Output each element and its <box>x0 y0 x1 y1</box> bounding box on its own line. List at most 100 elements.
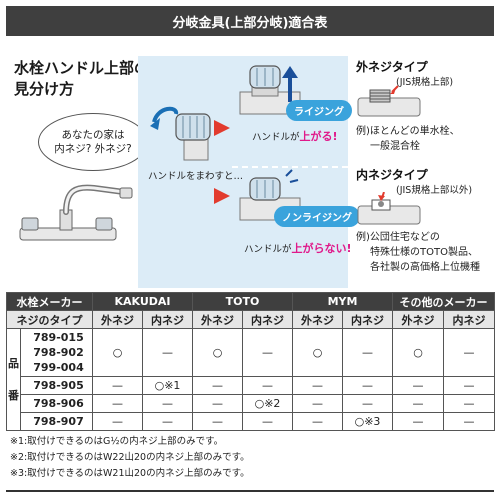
nonrising-caption-prefix: ハンドルが <box>244 244 292 255</box>
diagram-divider <box>232 166 348 168</box>
inner-desc-line1: 例)公団住宅などの <box>356 232 440 243</box>
cell: — <box>292 412 344 431</box>
arrow-up-icon <box>282 66 298 102</box>
inner-desc-line3: 各社製の高価格上位機種 <box>370 262 480 273</box>
maker-row: 水栓メーカー KAKUDAI TOTO MYM その他のメーカー <box>6 292 496 311</box>
table-row: 品 番 789-015 798-902 799-004 ○ — ○ — ○ — … <box>6 328 496 431</box>
inner-type-title: 内ネジタイプ <box>356 168 428 182</box>
cell: ○ <box>392 328 445 377</box>
guide-title: 水栓ハンドル上部の 見分け方 <box>14 58 149 100</box>
maker-mym: MYM <box>292 292 394 311</box>
nonrising-badge: ノンライジング <box>274 206 360 227</box>
cell: — <box>92 412 143 431</box>
table-row: 798-906 — — — ○※2 — — — — <box>7 394 496 413</box>
product-side-label: 品 番 <box>6 328 21 431</box>
product-number: 798-905 <box>20 376 93 395</box>
cell: — <box>392 376 445 395</box>
rising-faucet-icon <box>239 65 301 115</box>
cell: — <box>141 412 194 431</box>
nonrising-caption-emph: 上がらない! <box>291 242 352 255</box>
cell: — <box>392 412 445 431</box>
table-row: 798-905 — ○※1 — — — — — — <box>7 376 496 395</box>
turning-handle-icon <box>150 106 211 161</box>
type-row: ネジのタイプ 外ネジ 内ネジ 外ネジ 内ネジ 外ネジ 内ネジ 外ネジ 内ネジ <box>6 310 496 329</box>
type-inner: 内ネジ <box>342 310 394 329</box>
maker-toto: TOTO <box>192 292 294 311</box>
outer-desc-line2: 一般混合栓 <box>370 141 420 152</box>
rising-caption-emph: 上がる! <box>299 130 338 143</box>
cell: ○※2 <box>242 394 294 413</box>
maker-other: その他のメーカー <box>392 292 496 311</box>
cell: — <box>92 376 143 395</box>
side-label-bottom: 番 <box>8 388 19 402</box>
type-label: ネジのタイプ <box>6 310 93 329</box>
cell: — <box>443 328 496 377</box>
footnote-3: ※3:取付けできるのはW21山20の内ネジ上部のみです。 <box>10 468 250 479</box>
cell: ○※1 <box>141 376 194 395</box>
cell: ○ <box>92 328 143 377</box>
outer-desc-line1: 例)ほとんどの単水栓、 <box>356 126 460 137</box>
cell: — <box>92 394 143 413</box>
question-bubble: あなたの家は 内ネジ? 外ネジ? <box>38 113 148 171</box>
cell: — <box>141 328 194 377</box>
type-inner: 内ネジ <box>443 310 496 329</box>
cell: — <box>292 394 344 413</box>
inner-desc-line2: 特殊仕様のTOTO製品、 <box>370 247 478 258</box>
cell: — <box>392 394 445 413</box>
outer-type-desc: 例)ほとんどの単水栓、 一般混合栓 <box>356 124 460 154</box>
inner-type-sub: (JIS規格上部以外) <box>396 185 473 196</box>
maker-kakudai: KAKUDAI <box>91 292 194 311</box>
arrow-right-icon-2 <box>214 188 230 204</box>
cell: — <box>192 412 244 431</box>
cell: — <box>242 376 294 395</box>
type-outer: 外ネジ <box>392 310 445 329</box>
inner-type-desc: 例)公団住宅などの 特殊仕様のTOTO製品、 各社製の高価格上位機種 <box>356 230 480 275</box>
cell: — <box>292 376 344 395</box>
outer-thread-icon <box>357 85 421 117</box>
footnote-1: ※1:取付けできるのはG½の内ネジ上部のみです。 <box>10 436 224 447</box>
guide-title-line2: 見分け方 <box>14 80 75 98</box>
maker-label: 水栓メーカー <box>6 292 93 311</box>
rising-caption: ハンドルが上がる! <box>252 128 338 144</box>
cell: — <box>342 376 394 395</box>
product-number-line: 789-015 <box>33 331 84 344</box>
cell: — <box>342 328 394 377</box>
two-handle-faucet-icon <box>19 184 133 241</box>
type-outer: 外ネジ <box>92 310 143 329</box>
cell: ○ <box>292 328 344 377</box>
type-inner: 内ネジ <box>242 310 294 329</box>
cell: — <box>342 394 394 413</box>
page-title: 分岐金具(上部分岐)適合表 <box>6 6 494 36</box>
rising-caption-prefix: ハンドルが <box>252 132 300 143</box>
outer-type-sub: (JIS規格上部) <box>396 77 454 88</box>
cell: ○ <box>192 328 244 377</box>
table-row: 798-907 — — — — — ○※3 — — <box>7 412 496 431</box>
product-number: 798-906 <box>20 394 93 413</box>
type-outer: 外ネジ <box>292 310 344 329</box>
bubble-line1: あなたの家は <box>61 129 125 141</box>
turn-label: ハンドルをまわすと… <box>148 171 244 182</box>
cell: — <box>242 328 294 377</box>
rising-badge: ライジング <box>286 100 352 121</box>
footer-divider <box>6 490 494 492</box>
product-number: 798-907 <box>20 412 93 431</box>
bubble-line2: 内ネジ? 外ネジ? <box>54 143 132 155</box>
product-number: 789-015 798-902 799-004 <box>20 328 93 377</box>
cell: — <box>443 412 496 431</box>
compatibility-table: 水栓メーカー KAKUDAI TOTO MYM その他のメーカー ネジのタイプ … <box>6 292 496 431</box>
product-number-line: 798-902 <box>33 346 84 359</box>
side-label-top: 品 <box>8 356 19 370</box>
cell: — <box>141 394 194 413</box>
type-outer: 外ネジ <box>192 310 244 329</box>
footnote-2: ※2:取付けできるのはW22山20の内ネジ上部のみです。 <box>10 452 250 463</box>
nonrising-caption: ハンドルが上がらない! <box>244 240 352 256</box>
cell: — <box>192 376 244 395</box>
cell: — <box>443 376 496 395</box>
cell: — <box>242 412 294 431</box>
inner-thread-icon <box>357 192 421 225</box>
cell: — <box>443 394 496 413</box>
guide-title-line1: 水栓ハンドル上部の <box>14 59 150 77</box>
arrow-right-icon <box>214 120 230 136</box>
product-number-line: 799-004 <box>33 361 84 374</box>
